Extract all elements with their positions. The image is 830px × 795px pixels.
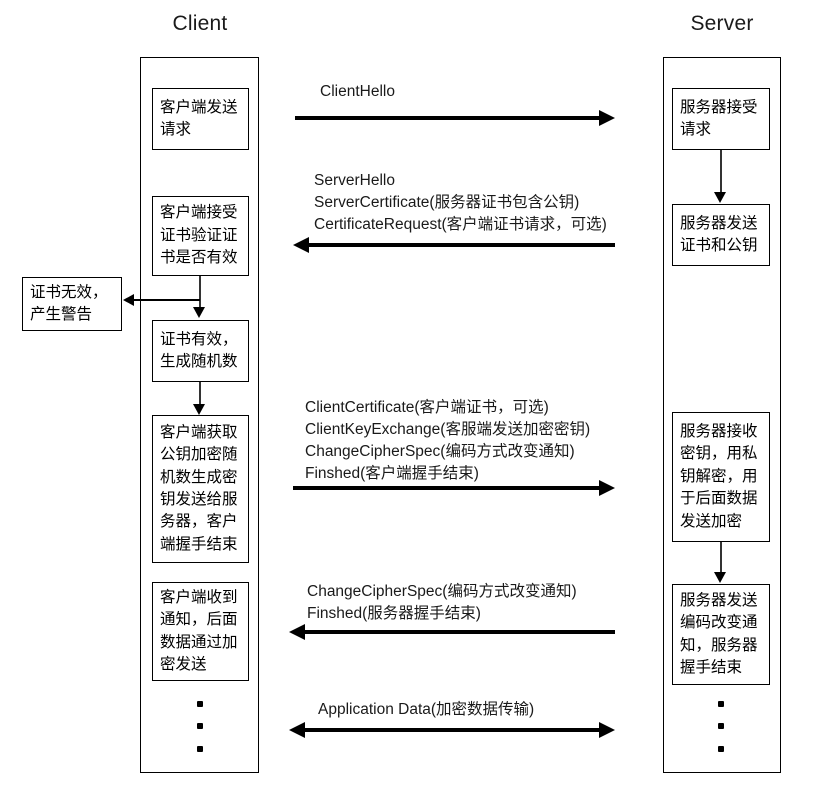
message-label-2: ServerHello ServerCertificate(服务器证书包含公钥)…: [314, 170, 607, 236]
certificate-invalid-alert-text: 证书无效，产生警告: [30, 283, 108, 323]
client-column-title: Client: [172, 12, 228, 35]
client-ellipsis-dot-1: [197, 701, 203, 707]
server-ellipsis-dot-1: [718, 701, 724, 707]
server-step-box-3: 服务器接收密钥，用私钥解密，用于后面数据发送加密: [672, 412, 770, 542]
message-line-5-1: Application Data(加密数据传输): [318, 701, 535, 718]
server-connector-arrowhead-2: [714, 572, 726, 583]
message-arrowhead-right-5: [599, 721, 615, 738]
message-arrow-line-3: [293, 486, 601, 490]
client-step-text-3: 证书有效，生成随机数: [160, 330, 238, 370]
client-connector-arrowhead-1: [193, 307, 205, 318]
message-line-4-1: ChangeCipherSpec(编码方式改变通知): [307, 583, 577, 600]
message-arrowhead-right-3: [599, 479, 615, 496]
message-line-2-2: ServerCertificate(服务器证书包含公钥): [314, 194, 580, 211]
message-label-5: Application Data(加密数据传输): [318, 699, 534, 721]
client-connector-line-1: [199, 276, 201, 309]
client-connector-arrowhead-2: [193, 404, 205, 415]
client-step-box-5: 客户端收到通知，后面数据通过加密发送: [152, 582, 249, 681]
client-ellipsis-dot-2: [197, 723, 203, 729]
server-step-box-1: 服务器接受请求: [672, 88, 770, 150]
certificate-invalid-alert-box: 证书无效，产生警告: [22, 277, 122, 331]
message-arrowhead-left-4: [289, 623, 305, 640]
message-line-3-4: Finshed(客户端握手结束): [305, 465, 479, 482]
message-arrowhead-right-1: [599, 109, 615, 126]
message-arrow-line-1: [295, 116, 601, 120]
message-arrow-line-4: [305, 630, 615, 634]
server-step-box-2: 服务器发送证书和公钥: [672, 204, 770, 266]
message-label-4: ChangeCipherSpec(编码方式改变通知) Finshed(服务器握手…: [307, 581, 577, 625]
client-step-text-4: 客户端获取公钥加密随机数生成密钥发送给服务器，客户端握手结束: [160, 423, 238, 553]
message-arrow-line-2: [309, 243, 615, 247]
server-step-text-4: 服务器发送编码改变通知，服务器握手结束: [680, 591, 758, 676]
message-line-2-3: CertificateRequest(客户端证书请求，可选): [314, 216, 607, 233]
message-line-1-1: ClientHello: [320, 83, 395, 100]
server-step-box-4: 服务器发送编码改变通知，服务器握手结束: [672, 584, 770, 685]
message-arrowhead-left-5: [289, 721, 305, 738]
server-connector-line-2: [720, 542, 722, 574]
client-step-box-4: 客户端获取公钥加密随机数生成密钥发送给服务器，客户端握手结束: [152, 415, 249, 563]
message-line-3-2: ClientKeyExchange(客服端发送加密密钥): [305, 421, 591, 438]
server-step-text-2: 服务器发送证书和公钥: [680, 214, 758, 254]
client-step-text-5: 客户端收到通知，后面数据通过加密发送: [160, 588, 238, 673]
message-line-4-2: Finshed(服务器握手结束): [307, 605, 481, 622]
message-line-3-3: ChangeCipherSpec(编码方式改变通知): [305, 443, 575, 460]
client-step-text-2: 客户端接受证书验证证书是否有效: [160, 204, 238, 267]
client-step-box-1: 客户端发送请求: [152, 88, 249, 150]
client-connector-line-2: [199, 382, 201, 408]
message-arrow-line-5: [305, 728, 601, 732]
client-alert-branch-arrowhead: [123, 294, 134, 306]
message-label-3: ClientCertificate(客户端证书，可选) ClientKeyExc…: [305, 397, 590, 485]
client-step-box-3: 证书有效，生成随机数: [152, 320, 249, 382]
client-step-text-1: 客户端发送请求: [160, 98, 238, 138]
client-step-box-2: 客户端接受证书验证证书是否有效: [152, 196, 249, 276]
message-arrowhead-left-2: [293, 236, 309, 253]
server-ellipsis-dot-2: [718, 723, 724, 729]
client-alert-branch-line: [134, 299, 200, 302]
server-connector-arrowhead-1: [714, 192, 726, 203]
server-ellipsis-dot-3: [718, 746, 724, 752]
message-line-3-1: ClientCertificate(客户端证书，可选): [305, 399, 549, 416]
server-connector-line-1: [720, 150, 722, 194]
client-ellipsis-dot-3: [197, 746, 203, 752]
server-step-text-1: 服务器接受请求: [680, 98, 758, 138]
message-label-1: ClientHello: [320, 81, 395, 103]
server-column-title: Server: [690, 12, 754, 35]
server-step-text-3: 服务器接收密钥，用私钥解密，用于后面数据发送加密: [680, 422, 758, 530]
message-line-2-1: ServerHello: [314, 172, 395, 189]
